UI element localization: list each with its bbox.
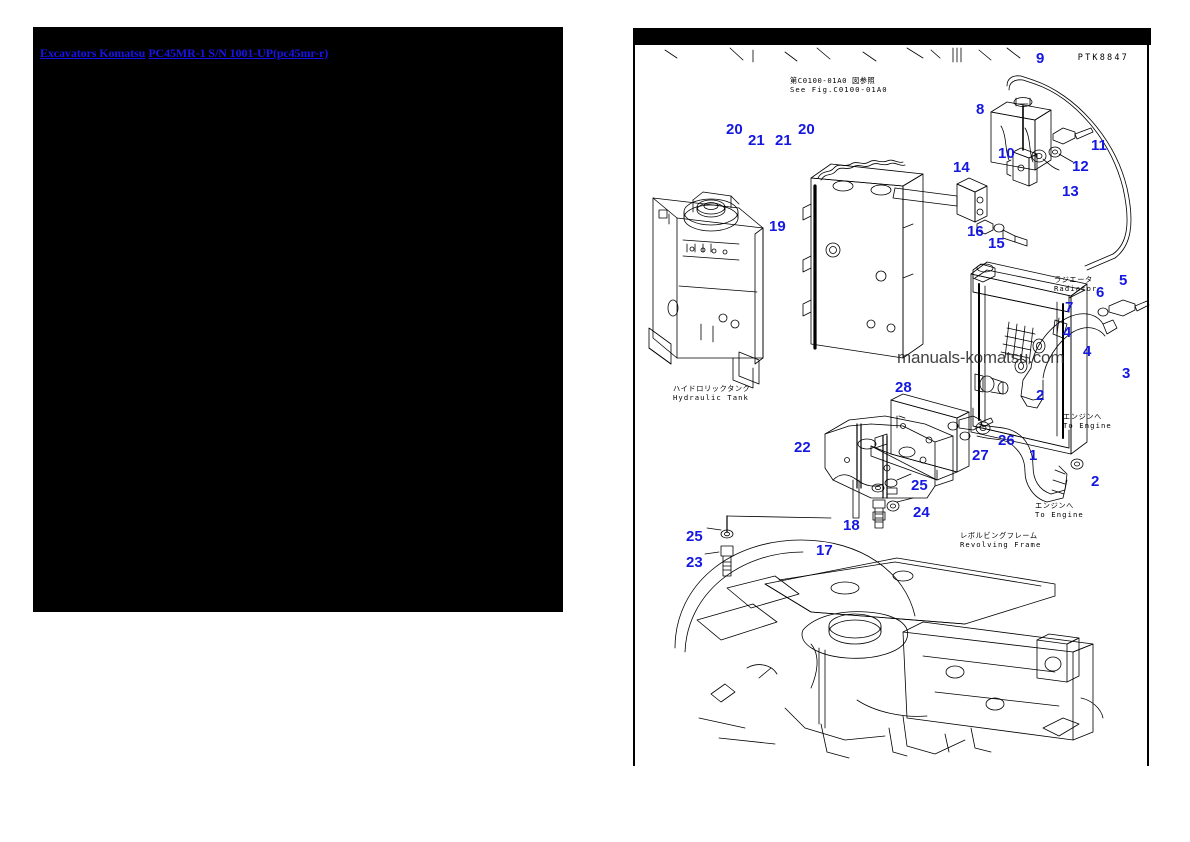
label-to-engine-lower-en: To Engine xyxy=(1035,509,1084,519)
label-to-engine-upper-en: To Engine xyxy=(1063,420,1112,430)
part-callout-1: 1 xyxy=(1029,447,1038,464)
part-callout-22: 22 xyxy=(794,439,811,456)
label-to-engine-lower-jp: エンジンへ xyxy=(1035,501,1074,510)
part-callout-7: 7 xyxy=(1065,299,1074,316)
part-callout-26: 26 xyxy=(998,432,1015,449)
part-callout-12: 12 xyxy=(1072,158,1089,175)
excavators-komatsu-link[interactable]: Excavators Komatsu xyxy=(40,46,146,60)
part-callout-23: 23 xyxy=(686,554,703,571)
part-callout-28: 28 xyxy=(895,379,912,396)
part-callout-18: 18 xyxy=(843,517,860,534)
part-callout-20: 20 xyxy=(726,121,743,138)
label-to-engine-upper-jp: エンジンへ xyxy=(1063,412,1102,421)
part-callout-21: 21 xyxy=(775,132,792,149)
watermark-text: manuals-komatsu.com xyxy=(897,348,1065,367)
part-callout-8: 8 xyxy=(976,101,985,118)
part-callout-16: 16 xyxy=(967,223,984,240)
part-callout-13: 13 xyxy=(1062,183,1079,200)
part-callout-19: 19 xyxy=(769,218,786,235)
label-revolving-frame: レボルビングフレーム Revolving Frame xyxy=(960,531,1042,549)
label-hydraulic-tank-en: Hydraulic Tank xyxy=(673,392,749,402)
label-hydraulic-tank: ハイドロリックタンク Hydraulic Tank xyxy=(673,384,751,402)
part-callout-3: 3 xyxy=(1122,365,1131,382)
part-callout-11: 11 xyxy=(1091,137,1107,154)
part-callout-15: 15 xyxy=(988,235,1005,252)
part-callout-2: 2 xyxy=(1036,387,1045,404)
part-callout-9: 9 xyxy=(1036,50,1045,67)
label-revolving-frame-jp: レボルビングフレーム xyxy=(960,531,1038,540)
see-fig-en: See Fig.C0100-01A0 xyxy=(790,84,888,94)
left-image-panel: Excavators Komatsu PC45MR-1 S/N 1001-UP(… xyxy=(33,27,563,612)
part-callout-14: 14 xyxy=(953,159,970,176)
part-callout-20: 20 xyxy=(798,121,815,138)
see-fig-jp: 第C0100-01A0 図参照 xyxy=(790,76,876,85)
part-callout-25: 25 xyxy=(911,477,928,494)
part-callout-27: 27 xyxy=(972,447,989,464)
label-radiator-jp: ラジエータ xyxy=(1054,275,1093,284)
parts-diagram-panel: PTK8847 xyxy=(633,28,1151,766)
model-serial-link[interactable]: PC45MR-1 S/N 1001-UP(pc45mr-r) xyxy=(148,46,329,60)
part-callout-10: 10 xyxy=(998,145,1015,162)
part-callout-4: 4 xyxy=(1063,324,1072,341)
label-revolving-frame-en: Revolving Frame xyxy=(960,539,1042,549)
label-radiator-en: Radiator xyxy=(1054,283,1098,293)
part-callout-17: 17 xyxy=(816,542,833,559)
label-to-engine-lower: エンジンへ To Engine xyxy=(1035,501,1084,519)
drawing-number: PTK8847 xyxy=(1077,53,1129,63)
part-callout-25: 25 xyxy=(686,528,703,545)
part-callout-6: 6 xyxy=(1096,284,1105,301)
diagram-top-bar xyxy=(635,28,1151,45)
label-to-engine-upper: エンジンへ To Engine xyxy=(1063,412,1112,430)
see-fig-reference: 第C0100-01A0 図参照 See Fig.C0100-01A0 xyxy=(790,76,888,94)
part-callout-5: 5 xyxy=(1119,272,1128,289)
breadcrumb: Excavators Komatsu PC45MR-1 S/N 1001-UP(… xyxy=(40,47,328,61)
part-callout-21: 21 xyxy=(748,132,765,149)
label-hydraulic-tank-jp: ハイドロリックタンク xyxy=(673,384,751,393)
part-callout-4: 4 xyxy=(1083,343,1092,360)
part-callout-2: 2 xyxy=(1091,473,1100,490)
technical-line-drawing xyxy=(648,47,1150,759)
label-radiator: ラジエータ Radiator xyxy=(1054,275,1098,293)
part-callout-24: 24 xyxy=(913,504,930,521)
